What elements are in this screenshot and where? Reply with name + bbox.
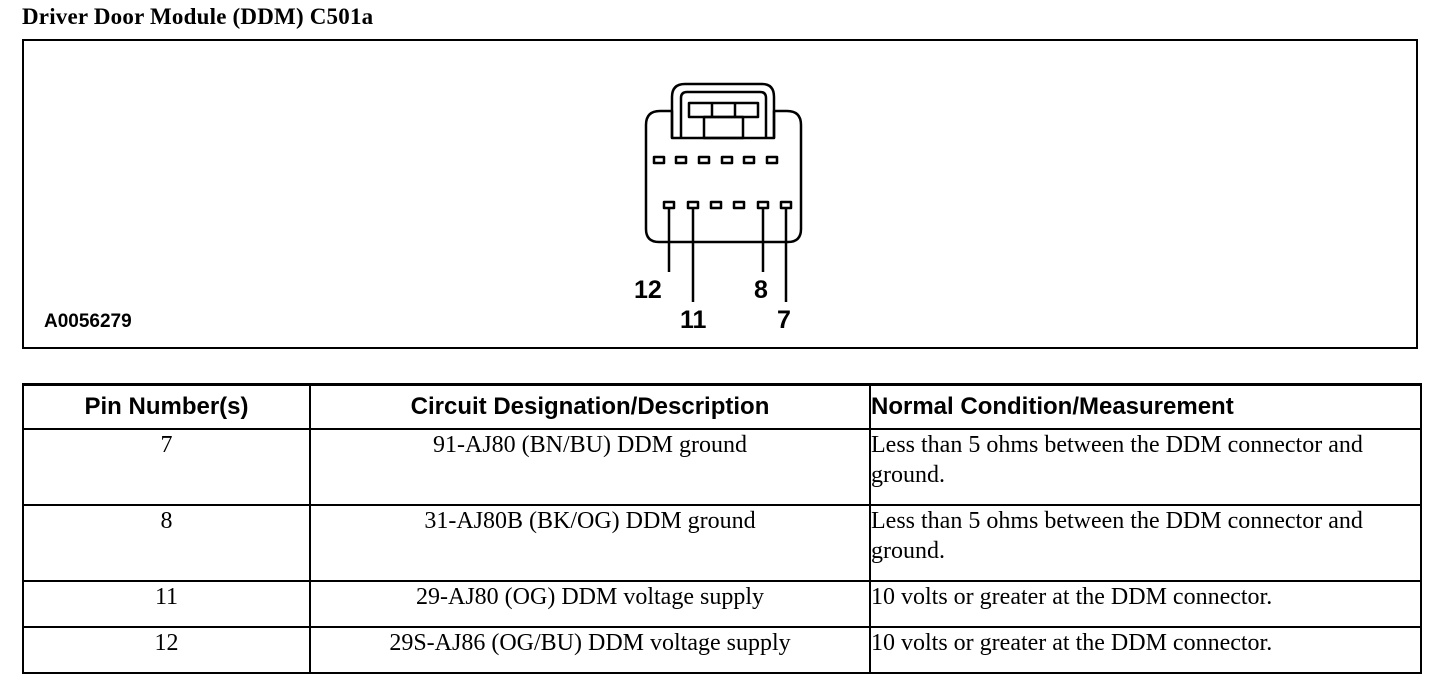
connector-face-diagram: [644, 82, 803, 302]
condition-cell: 10 volts or greater at the DDM connector…: [869, 580, 1422, 628]
latch-housing: [670, 82, 776, 138]
circuit-cell: 31-AJ80B (BK/OG) DDM ground: [309, 504, 871, 582]
pin-label-12: 12: [634, 276, 662, 304]
pin-number-cell: 12: [22, 626, 311, 674]
pin-label-7: 7: [777, 306, 791, 334]
latch-release: [702, 115, 745, 140]
table-row: 11 29-AJ80 (OG) DDM voltage supply 10 vo…: [22, 580, 1422, 628]
header-circuit-designation: Circuit Designation/Description: [309, 383, 871, 430]
pin-number-cell: 11: [22, 580, 311, 628]
table-row: 8 31-AJ80B (BK/OG) DDM ground Less than …: [22, 504, 1422, 582]
condition-cell: Less than 5 ohms between the DDM connect…: [869, 428, 1422, 506]
condition-cell: Less than 5 ohms between the DDM connect…: [869, 504, 1422, 582]
circuit-cell: 29S-AJ86 (OG/BU) DDM voltage supply: [309, 626, 871, 674]
pin-number-cell: 8: [22, 504, 311, 582]
header-normal-condition: Normal Condition/Measurement: [869, 383, 1422, 430]
table-row: 7 91-AJ80 (BN/BU) DDM ground Less than 5…: [22, 428, 1422, 506]
latch-inner: [679, 90, 768, 138]
table-header-row: Pin Number(s) Circuit Designation/Descri…: [22, 383, 1422, 430]
upper-terminal-row: [652, 155, 779, 165]
pin-number-cell: 7: [22, 428, 311, 506]
table-row: 12 29S-AJ86 (OG/BU) DDM voltage supply 1…: [22, 626, 1422, 674]
pin-label-11: 11: [680, 306, 707, 334]
header-pin-numbers: Pin Number(s): [22, 383, 311, 430]
pin-label-8: 8: [754, 276, 768, 304]
connector-outline: [644, 109, 803, 244]
circuit-cell: 29-AJ80 (OG) DDM voltage supply: [309, 580, 871, 628]
page-title: Driver Door Module (DDM) C501a: [22, 4, 374, 29]
circuit-cell: 91-AJ80 (BN/BU) DDM ground: [309, 428, 871, 506]
latch-tab: [687, 101, 760, 119]
condition-cell: 10 volts or greater at the DDM connector…: [869, 626, 1422, 674]
connector-figure: 12 11 8 7 A0056279: [22, 39, 1418, 349]
lower-terminal-row: [662, 200, 793, 210]
pin-table: Pin Number(s) Circuit Designation/Descri…: [22, 383, 1422, 674]
figure-id: A0056279: [44, 311, 132, 332]
